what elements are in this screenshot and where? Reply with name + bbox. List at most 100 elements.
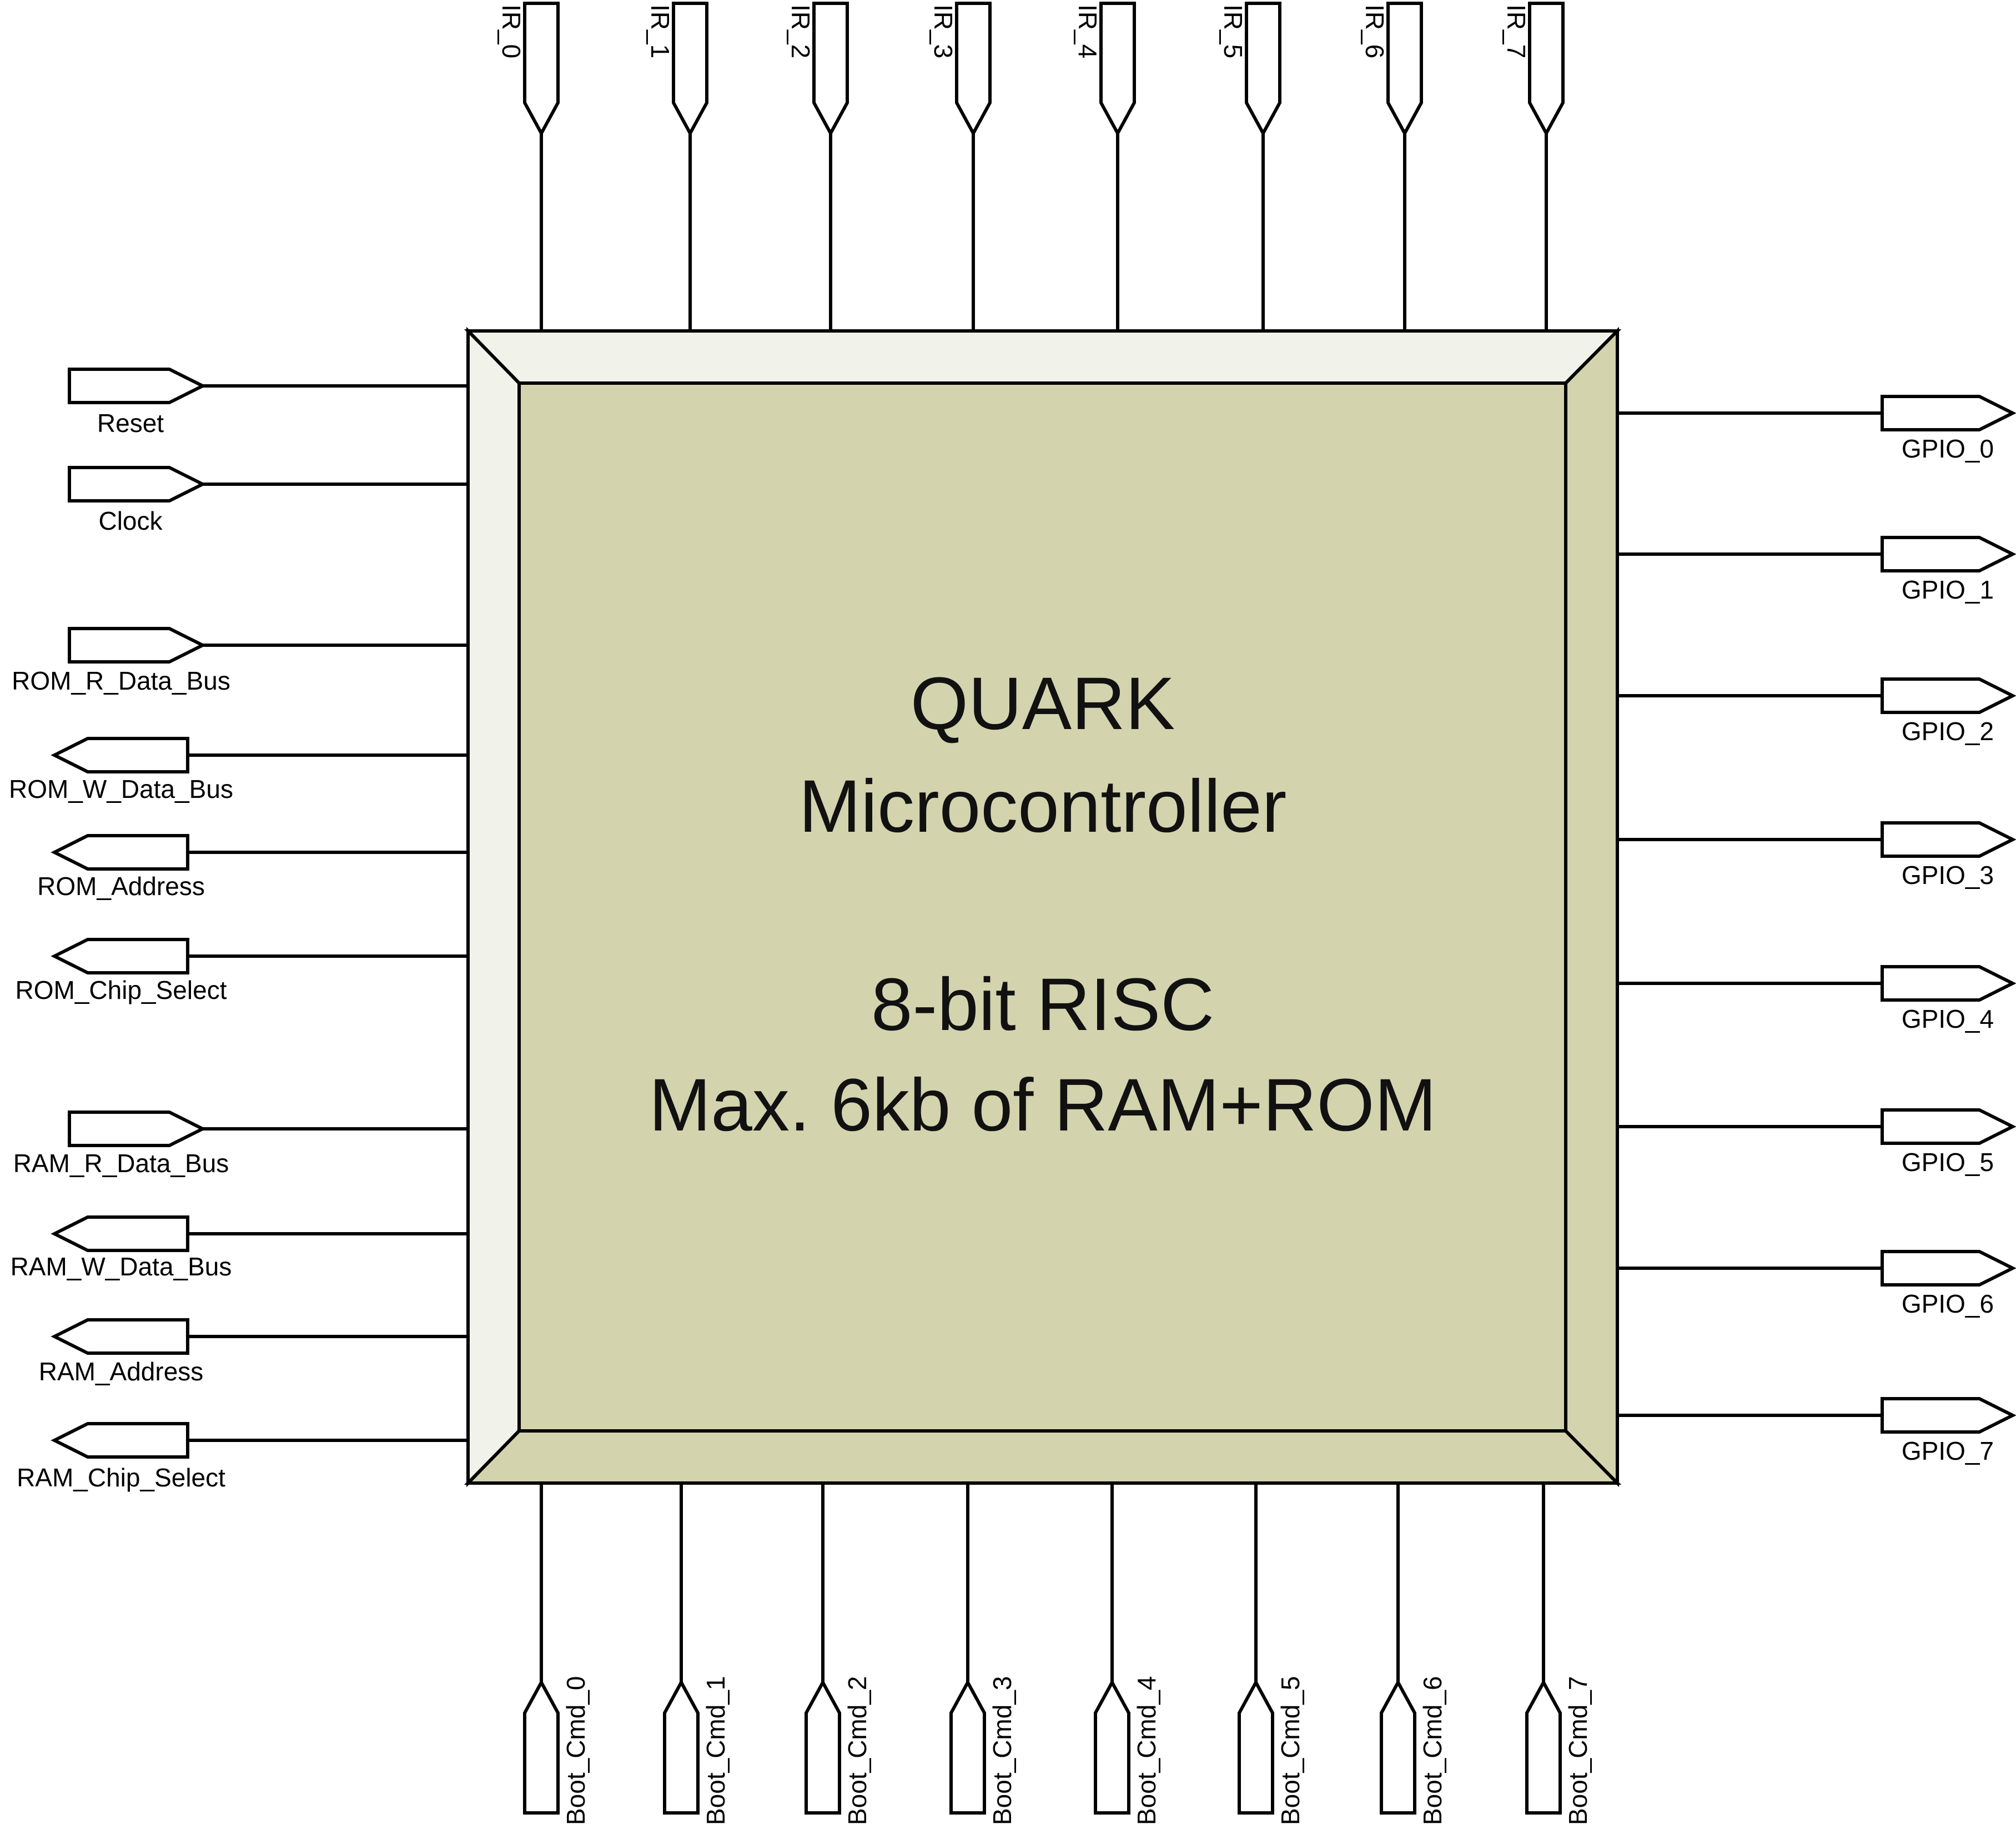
pin-top-1: IR_1 [646, 2, 708, 331]
pin-label: GPIO_6 [1902, 1289, 1994, 1318]
pin-label: Boot_Cmd_6 [1418, 1676, 1447, 1826]
chip-title: QUARK [911, 662, 1175, 745]
input-port-icon [663, 1679, 700, 1815]
left-pins: ResetClockROM_R_Data_BusROM_W_Data_BusRO… [9, 368, 468, 1492]
pin-label: IR_2 [786, 4, 815, 58]
pin-bottom-3: Boot_Cmd_3 [949, 1483, 1017, 1826]
pin-right-6: GPIO_6 [1617, 1250, 2016, 1318]
chip-bevel-bottom [464, 1429, 1622, 1485]
input-port-icon [805, 1679, 841, 1815]
pin-label: RAM_Chip_Select [17, 1463, 225, 1492]
pin-left-9: RAM_Chip_Select [17, 1422, 468, 1492]
pin-bottom-6: Boot_Cmd_6 [1380, 1483, 1447, 1826]
output-port-icon [1881, 536, 2016, 572]
pin-left-7: RAM_W_Data_Bus [11, 1215, 468, 1281]
top-pins: IR_0 IR_1 IR_2 IR_3 IR_4 IR_5 IR_6 IR_7 [497, 2, 1565, 331]
pin-label: RAM_W_Data_Bus [11, 1252, 232, 1281]
pin-label: GPIO_3 [1902, 861, 1994, 890]
pin-label: GPIO_0 [1902, 434, 1994, 463]
input-port-icon [672, 2, 708, 137]
pin-bottom-4: Boot_Cmd_4 [1094, 1483, 1161, 1826]
output-port-icon [51, 834, 189, 871]
pin-label: Boot_Cmd_1 [701, 1676, 730, 1826]
pin-label: GPIO_2 [1902, 717, 1994, 746]
input-port-icon [812, 2, 849, 137]
pin-left-5: ROM_Chip_Select [16, 938, 468, 1004]
pin-label: Boot_Cmd_4 [1132, 1676, 1161, 1826]
input-port-icon [523, 1679, 560, 1815]
input-port-icon [523, 2, 560, 137]
pin-label: IR_7 [1502, 4, 1531, 58]
pin-left-2: ROM_R_Data_Bus [12, 627, 468, 695]
pin-label: Clock [98, 506, 163, 535]
input-port-icon [1525, 1679, 1562, 1815]
chip-face [517, 381, 1567, 1433]
input-port-icon [1094, 1679, 1130, 1815]
pin-top-5: IR_5 [1219, 2, 1281, 331]
pin-label: ROM_R_Data_Bus [12, 666, 230, 695]
pin-right-1: GPIO_1 [1617, 536, 2016, 604]
input-port-icon [68, 627, 207, 664]
output-port-icon [1881, 821, 2016, 858]
pin-label: IR_6 [1360, 4, 1389, 58]
output-port-icon [1881, 395, 2016, 431]
pin-top-7: IR_7 [1502, 2, 1565, 331]
pin-bottom-1: Boot_Cmd_1 [663, 1483, 730, 1826]
pin-label: Boot_Cmd_5 [1276, 1676, 1305, 1826]
output-port-icon [1881, 1397, 2016, 1434]
input-port-icon [949, 1679, 986, 1815]
pin-left-8: RAM_Address [39, 1318, 468, 1386]
pin-left-3: ROM_W_Data_Bus [9, 737, 468, 803]
output-port-icon [1881, 677, 2016, 714]
pin-label: GPIO_7 [1902, 1436, 1994, 1465]
output-port-icon [51, 938, 189, 974]
pin-label: Reset [97, 409, 164, 438]
right-pins: GPIO_0GPIO_1GPIO_2GPIO_3GPIO_4GPIO_5GPIO… [1617, 395, 2016, 1465]
input-port-icon [1528, 2, 1565, 137]
chip-memory-spec: Max. 6kb of RAM+ROM [649, 1064, 1437, 1147]
chip-bevel-left [466, 326, 521, 1488]
pin-label: RAM_Address [39, 1357, 204, 1386]
output-port-icon [1881, 1108, 2016, 1145]
output-port-icon [51, 1215, 189, 1252]
pin-label: GPIO_5 [1902, 1148, 1994, 1177]
chip-body: QUARK Microcontroller 8-bit RISC Max. 6k… [464, 326, 1622, 1488]
chip-bevel-top [464, 329, 1622, 385]
pin-label: Boot_Cmd_3 [988, 1676, 1017, 1826]
input-port-icon [1238, 1679, 1274, 1815]
pin-right-2: GPIO_2 [1617, 677, 2016, 746]
pin-label: IR_1 [646, 4, 675, 58]
pin-bottom-2: Boot_Cmd_2 [805, 1483, 872, 1826]
pin-label: Boot_Cmd_7 [1563, 1676, 1592, 1826]
pin-right-7: GPIO_7 [1617, 1397, 2016, 1465]
input-port-icon [1245, 2, 1281, 137]
pin-top-0: IR_0 [497, 2, 560, 331]
pin-bottom-5: Boot_Cmd_5 [1238, 1483, 1305, 1826]
pin-label: Boot_Cmd_2 [843, 1676, 872, 1826]
input-port-icon [68, 368, 207, 404]
pin-label: IR_5 [1219, 4, 1248, 58]
input-port-icon [955, 2, 992, 137]
pin-label: IR_4 [1073, 4, 1102, 58]
pin-right-4: GPIO_4 [1617, 965, 2016, 1033]
output-port-icon [1881, 965, 2016, 1002]
chip-bevel-right [1564, 326, 1619, 1488]
pin-bottom-7: Boot_Cmd_7 [1525, 1483, 1592, 1826]
pin-label: Boot_Cmd_0 [561, 1676, 590, 1826]
chip-subtitle: Microcontroller [799, 765, 1287, 848]
input-port-icon [1099, 2, 1136, 137]
input-port-icon [1380, 1679, 1416, 1815]
output-port-icon [51, 1422, 189, 1459]
pin-left-6: RAM_R_Data_Bus [13, 1111, 468, 1178]
pin-label: GPIO_4 [1902, 1004, 1994, 1033]
input-port-icon [68, 1111, 207, 1147]
pin-left-4: ROM_Address [37, 834, 468, 901]
output-port-icon [1881, 1250, 2016, 1287]
input-port-icon [1386, 2, 1423, 137]
input-port-icon [68, 466, 207, 503]
pin-label: GPIO_1 [1902, 575, 1994, 604]
pin-top-3: IR_3 [929, 2, 992, 331]
pin-label: IR_3 [929, 4, 958, 58]
pin-label: RAM_R_Data_Bus [13, 1149, 229, 1178]
